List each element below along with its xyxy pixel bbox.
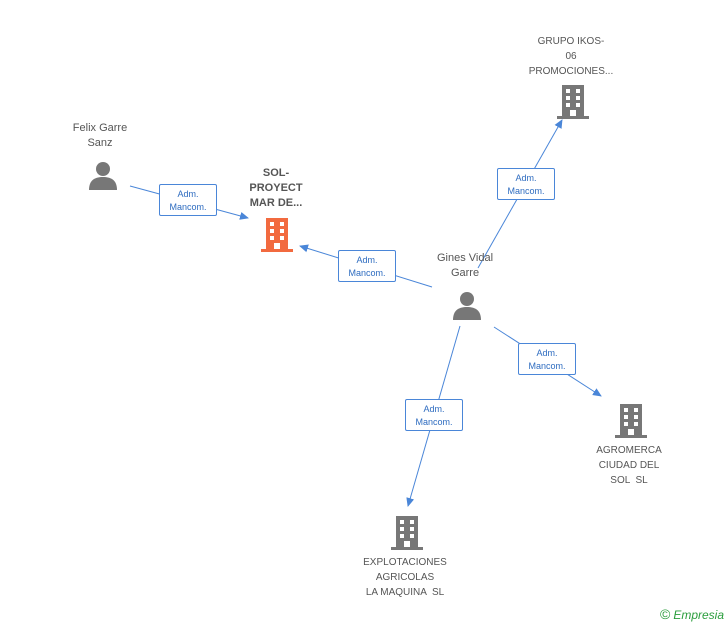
company-label-agromerca[interactable]: AGROMERCA CIUDAD DEL SOL SL bbox=[596, 445, 662, 486]
person-label-gines: Gines Vidal Garre bbox=[436, 252, 494, 279]
company-label-explotaciones[interactable]: EXPLOTACIONES AGRICOLAS LA MAQUINA SL bbox=[363, 557, 447, 598]
edge-label-gines-ikos: Adm.Mancom. bbox=[497, 168, 555, 200]
brand-name: Empresia bbox=[673, 608, 724, 622]
edge-label-gines-explotaciones: Adm.Mancom. bbox=[405, 399, 463, 431]
copyright-symbol: © bbox=[659, 606, 671, 622]
edge-label-gines-sol: Adm.Mancom. bbox=[338, 250, 396, 282]
person-label-felix: Felix Garre Sanz bbox=[72, 122, 128, 149]
person-icon[interactable] bbox=[88, 160, 118, 190]
building-icon[interactable] bbox=[615, 404, 647, 438]
company-label-sol[interactable]: SOL- PROYECT MAR DE... bbox=[249, 167, 303, 209]
person-icon[interactable] bbox=[452, 290, 482, 320]
building-icon[interactable] bbox=[557, 85, 589, 119]
company-label-ikos[interactable]: GRUPO IKOS- 06 PROMOCIONES... bbox=[528, 36, 614, 77]
empresia-logo: ©Empresia bbox=[660, 606, 724, 622]
edge-label-gines-agromerca: Adm.Mancom. bbox=[518, 343, 576, 375]
building-icon[interactable] bbox=[261, 218, 293, 252]
edge-label-felix-sol: Adm.Mancom. bbox=[159, 184, 217, 216]
building-icon[interactable] bbox=[391, 516, 423, 550]
